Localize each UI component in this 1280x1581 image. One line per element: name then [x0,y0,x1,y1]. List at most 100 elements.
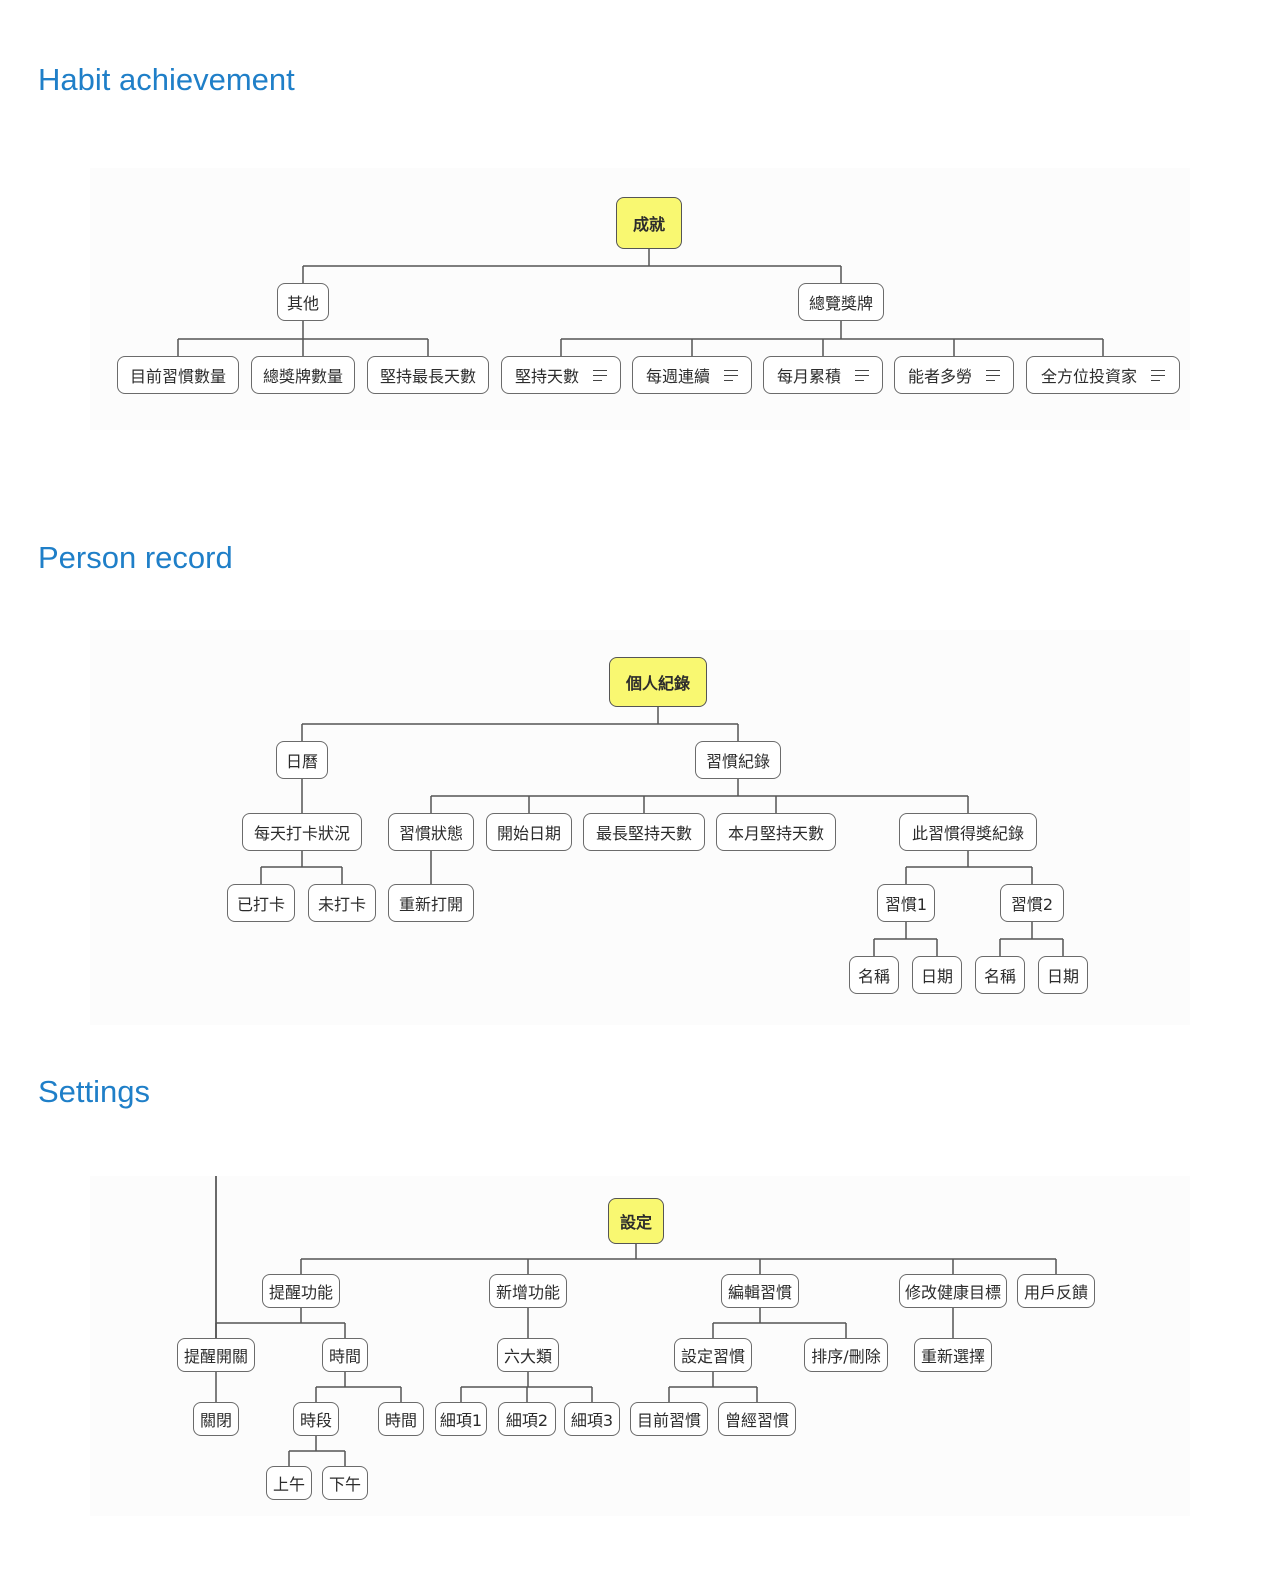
tree-node-0[interactable]: 日曆 [276,741,328,779]
node-label: 提醒功能 [268,1283,333,1302]
tree-node-3-0[interactable]: 重新選擇 [914,1338,992,1372]
node-label: 習慣紀錄 [705,752,770,771]
tree-node-1-4-1-0[interactable]: 名稱 [975,956,1025,994]
node-label: 日期 [920,967,953,986]
node-label: 其他 [286,294,319,313]
section-title-habit-achievement: Habit achievement [38,62,295,97]
tree-node-4[interactable]: 用戶反饋 [1017,1274,1095,1308]
tree-node-1-0[interactable]: 六大類 [497,1338,559,1372]
tree-node-0-0[interactable]: 提醒開關 [177,1338,255,1372]
root-node[interactable]: 個人紀錄 [609,657,707,707]
tree-node-1-2[interactable]: 最長堅持天數 [583,813,705,851]
tree-node-0-2[interactable]: 堅持最長天數 [367,356,489,394]
node-label: 成就 [632,215,665,234]
tree-node-0-0-0[interactable]: 已打卡 [227,884,295,922]
tree-node-2-0[interactable]: 設定習慣 [674,1338,752,1372]
tree-node-0[interactable]: 提醒功能 [262,1274,340,1308]
tree-node-1-4-1-1[interactable]: 日期 [1038,956,1088,994]
node-label: 細項2 [505,1411,549,1430]
tree-node-1-0-0[interactable]: 細項1 [435,1402,487,1436]
notes-icon [855,369,869,381]
connector-lines [177,249,1104,356]
node-label: 習慣2 [1010,895,1054,914]
tree-node-0-0[interactable]: 目前習慣數量 [117,356,239,394]
node-label: 未打卡 [317,895,366,914]
tree-node-1-1[interactable]: 每週連續 [632,356,752,394]
tree-node-1-1[interactable]: 開始日期 [486,813,572,851]
tree-node-0-1-0-0[interactable]: 上午 [266,1466,312,1500]
node-label: 時間 [328,1347,361,1366]
node-label: 新增功能 [495,1283,560,1302]
tree-node-2-1[interactable]: 排序/刪除 [804,1338,888,1372]
root-node[interactable]: 成就 [616,197,682,249]
root-node[interactable]: 設定 [608,1198,664,1244]
node-label: 曾經習慣 [724,1411,789,1430]
node-label: 總覽獎牌 [808,294,873,313]
notes-icon [593,369,607,381]
node-label: 開始日期 [496,824,561,843]
notes-icon [1151,369,1165,381]
node-label: 提醒開關 [183,1347,248,1366]
tree-node-0-1-0-1[interactable]: 下午 [322,1466,368,1500]
node-label: 總獎牌數量 [262,367,343,386]
tree-node-1-4-1[interactable]: 習慣2 [1000,884,1064,922]
tree-node-1-3[interactable]: 本月堅持天數 [716,813,836,851]
node-label: 能者多勞 [907,367,972,386]
tree-node-0-1-0[interactable]: 時段 [293,1402,339,1436]
tree-node-0-0-0[interactable]: 關閉 [193,1402,239,1436]
tree-node-1-0[interactable]: 堅持天數 [501,356,621,394]
tree-node-0-0[interactable]: 每天打卡狀況 [242,813,362,851]
tree-node-1-0[interactable]: 習慣狀態 [388,813,474,851]
tree-node-0[interactable]: 其他 [277,283,329,321]
tree-node-1-4[interactable]: 此習慣得獎紀錄 [899,813,1037,851]
node-label: 日期 [1046,967,1079,986]
node-label: 細項3 [570,1411,614,1430]
node-label: 時段 [299,1411,332,1430]
tree-node-1-0-2[interactable]: 細項3 [564,1402,620,1436]
tree-node-1-4-0-0[interactable]: 名稱 [849,956,899,994]
node-label: 重新打開 [398,895,463,914]
node-label: 堅持天數 [514,367,579,386]
node-label: 目前習慣 [636,1411,701,1430]
tree-node-2[interactable]: 編輯習慣 [721,1274,799,1308]
notes-icon [986,369,1000,381]
tree-node-1-4-0[interactable]: 習慣1 [877,884,935,922]
connector-lines [260,707,1064,956]
tree-node-1[interactable]: 總覽獎牌 [798,283,884,321]
tree-node-1-2[interactable]: 每月累積 [763,356,883,394]
tree-node-2-0-1[interactable]: 曾經習慣 [718,1402,796,1436]
tree-node-0-0-1[interactable]: 未打卡 [308,884,376,922]
tree-node-1-4[interactable]: 全方位投資家 [1026,356,1180,394]
node-label: 時間 [384,1411,417,1430]
tree-node-1-3[interactable]: 能者多勞 [894,356,1014,394]
node-label: 目前習慣數量 [129,367,226,386]
node-label: 排序/刪除 [811,1347,881,1366]
node-label: 名稱 [983,967,1016,986]
node-label: 每月累積 [776,367,841,386]
tree-node-1-0-0[interactable]: 重新打開 [388,884,474,922]
node-label: 日曆 [285,752,318,771]
node-label: 重新選擇 [920,1347,985,1366]
tree-node-2-0-0[interactable]: 目前習慣 [630,1402,708,1436]
node-label: 每週連續 [645,367,710,386]
node-label: 本月堅持天數 [727,824,824,843]
tree-node-1-4-0-1[interactable]: 日期 [912,956,962,994]
section-title-settings: Settings [38,1074,151,1109]
node-label: 堅持最長天數 [379,367,476,386]
tree-node-0-1[interactable]: 總獎牌數量 [251,356,355,394]
tree-node-0-1-1[interactable]: 時間 [378,1402,424,1436]
tree-node-3[interactable]: 修改健康目標 [899,1274,1007,1308]
tree-node-1[interactable]: 習慣紀錄 [695,741,781,779]
connector-lines [215,1176,1057,1466]
node-label: 設定 [619,1213,652,1232]
node-label: 關閉 [199,1411,232,1430]
node-label: 六大類 [503,1347,552,1366]
node-label: 設定習慣 [680,1347,745,1366]
node-label: 細項1 [439,1411,483,1430]
person-record-diagram: 個人紀錄日曆每天打卡狀況已打卡 未打卡 習慣紀錄習慣狀態重新打開 開始日期 最長堅持天數… [90,630,1190,1025]
tree-node-0-1[interactable]: 時間 [322,1338,368,1372]
tree-node-1[interactable]: 新增功能 [489,1274,567,1308]
node-label: 此習慣得獎紀錄 [911,824,1024,843]
tree-node-1-0-1[interactable]: 細項2 [498,1402,556,1436]
